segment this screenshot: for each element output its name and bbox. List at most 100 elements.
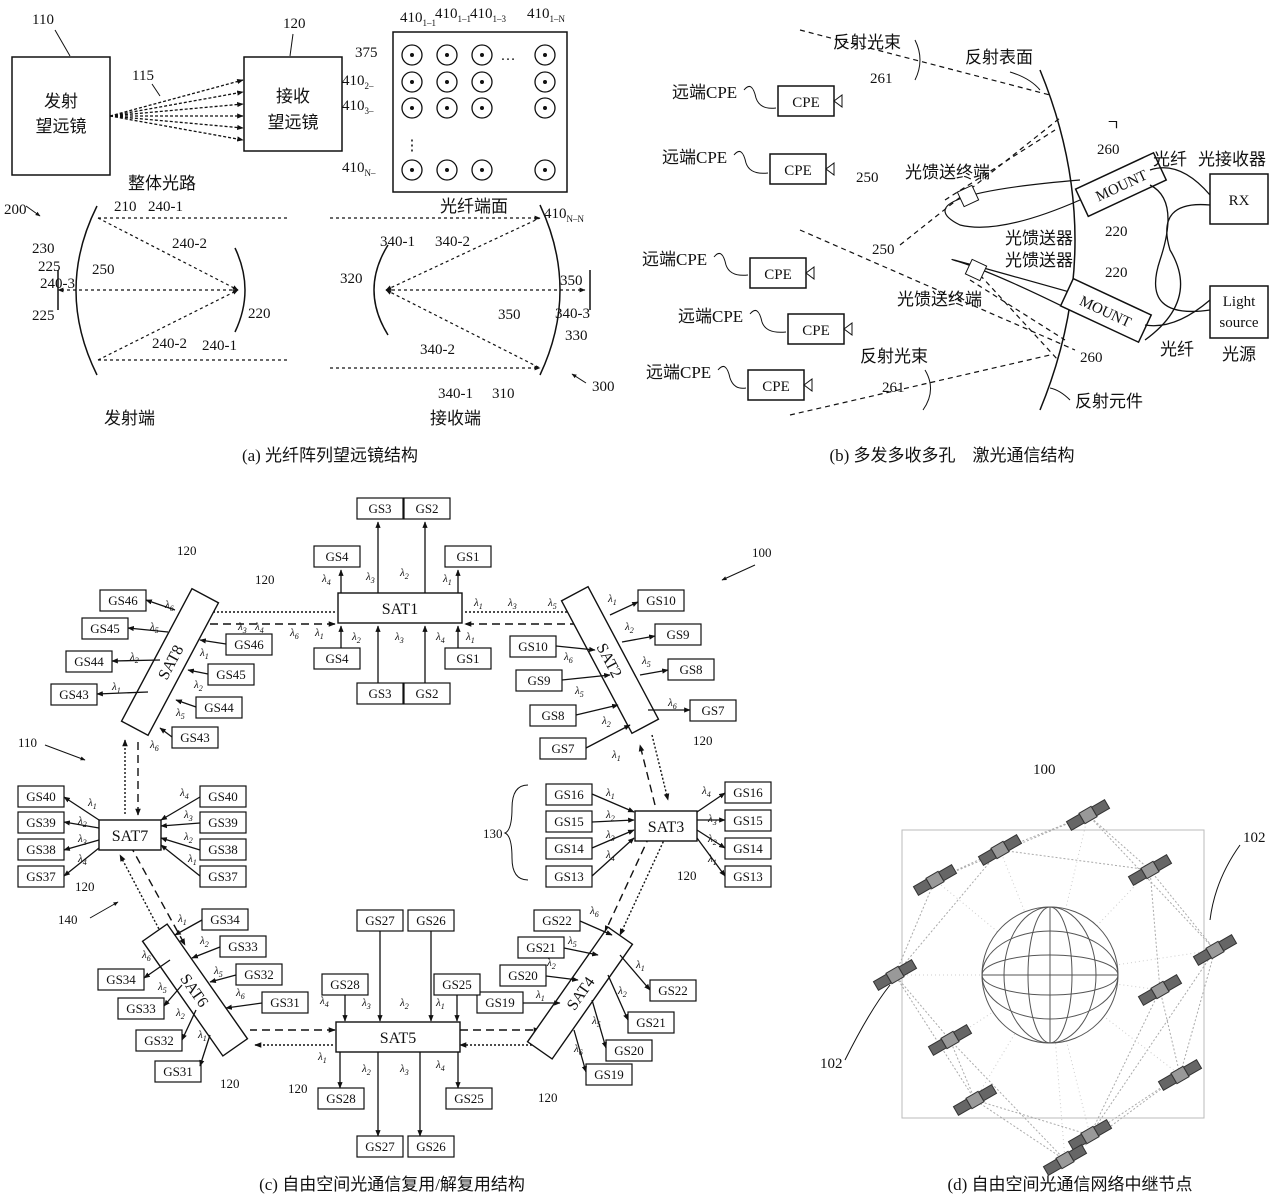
gs38-out-label: GS38	[26, 842, 56, 857]
wavelength-label: λ6	[289, 627, 299, 641]
gs10-label: GS10	[646, 593, 676, 608]
gs14-in-label: GS14	[554, 841, 584, 856]
svg-text:SAT1: SAT1	[382, 601, 418, 618]
wavelength-label: λ1	[442, 573, 452, 587]
leader-102-left	[845, 985, 890, 1060]
satellite-icon	[873, 959, 917, 991]
label-320: 320	[340, 271, 363, 287]
label-120-sat8: 120	[177, 543, 197, 558]
wavelength-label: λ3	[399, 1063, 409, 1077]
fiber-center-dot	[445, 53, 449, 57]
gs38-in-label: GS38	[208, 842, 238, 857]
wavelength-label: λ2	[199, 935, 209, 949]
label-225-bottom: 225	[32, 308, 55, 324]
label-140: 140	[58, 912, 78, 927]
satellite-icon	[1043, 1144, 1087, 1176]
relay-link	[1000, 850, 1150, 870]
optical-receiver-label: 光接收器	[1198, 150, 1266, 169]
mark-glyph: ㄱ	[1106, 118, 1120, 134]
relay-link	[950, 1040, 975, 1100]
feed-terminal-top	[957, 185, 978, 206]
wavelength-label: λ4	[254, 621, 264, 635]
label-250: 250	[92, 262, 115, 278]
fiber-center-dot	[445, 80, 449, 84]
label-340-3: 340-3	[555, 306, 590, 322]
gs45-out-label: GS45	[90, 621, 120, 636]
label-240-3: 240-3	[40, 276, 75, 292]
label-120-sat3: 120	[677, 868, 697, 883]
svg-text:410N–: 410N–	[342, 160, 376, 178]
gs44-in-label: GS44	[204, 700, 234, 715]
array-left-labels: 4102– 4103– 410N–	[342, 73, 376, 178]
gs15-in-label: GS15	[554, 814, 584, 829]
label-120-sat4: 120	[538, 1090, 558, 1105]
wavelength-label: λ2	[707, 833, 717, 847]
remote-cpe-label: 远端CPE	[662, 148, 727, 167]
label-220-bottom: 220	[1105, 265, 1128, 281]
gs27-out-label: GS27	[365, 1139, 395, 1154]
wavelength-label: λ3	[183, 809, 193, 823]
wavelength-label: λ1	[87, 797, 97, 811]
panel-c-fso-mux-demux: SAT1SAT2SAT3SAT4SAT5SAT6SAT7SAT8GS3GS2GS…	[18, 498, 772, 1194]
panel-a-caption: (a) 光纤阵列望远镜结构	[242, 446, 418, 465]
gs7-in-label: GS7	[551, 741, 575, 756]
cpe-lens-icon	[844, 323, 852, 335]
gs16-in-label: GS16	[554, 787, 584, 802]
label-120-sat5: 120	[288, 1081, 308, 1096]
satellite-icon	[978, 834, 1022, 866]
label-260-bottom: 260	[1080, 350, 1103, 366]
array-ellipsis: …	[501, 48, 516, 64]
fiber-center-dot	[445, 168, 449, 172]
gs15-out-label: GS15	[733, 813, 763, 828]
wavelength-label: λ6	[235, 987, 245, 1001]
feed-terminal-label-top: 光馈送终端	[905, 163, 990, 182]
gs43-out-label: GS43	[59, 687, 89, 702]
label-102-right: 102	[1243, 830, 1266, 846]
wavelength-label: λ6	[589, 905, 599, 919]
gs37-out-label: GS37	[26, 869, 56, 884]
fiber-center-dot	[445, 106, 449, 110]
gs2-bottom-label: GS2	[415, 686, 438, 701]
gs32-in-label: GS32	[244, 967, 274, 982]
label-220: 220	[248, 306, 271, 322]
gs40-out-label: GS40	[26, 789, 56, 804]
gs21-in-label: GS21	[526, 940, 556, 955]
label-110: 110	[18, 735, 37, 750]
wavelength-label: λ4	[77, 853, 87, 867]
gs13-in-label: GS13	[554, 869, 584, 884]
feed-terminal-label-bottom: 光馈送终端	[897, 290, 982, 309]
reflected-beam-top: 反射光束	[833, 33, 901, 52]
wavelength-label: λ3	[707, 813, 717, 827]
wavelength-label: λ2	[361, 1063, 371, 1077]
wavelength-label: λ2	[351, 631, 361, 645]
wavelength-label: λ4	[605, 849, 615, 863]
wavelength-label: λ2	[624, 621, 634, 635]
label-250-bottom: 250	[872, 242, 895, 258]
fiber-end-face-label: 光纤端面	[440, 197, 508, 216]
label-200: 200	[4, 202, 27, 218]
satellite-icon	[928, 1024, 972, 1056]
wavelength-label: λ5	[567, 935, 577, 949]
wavelength-label: λ1	[707, 853, 717, 867]
sat1: SAT1	[338, 593, 462, 623]
wavelength-label: λ2	[601, 715, 611, 729]
wavelength-label: λ4	[435, 631, 445, 645]
wavelength-label: λ5	[213, 965, 223, 979]
label-340-1-bottom: 340-1	[438, 386, 473, 402]
fiber-array-box	[393, 32, 567, 192]
wavelength-label: λ3	[605, 829, 615, 843]
relay-link	[1150, 870, 1215, 950]
wavelength-label: λ1	[607, 593, 617, 607]
gs19-out-label: GS19	[594, 1067, 624, 1082]
label-240-2-top: 240-2	[172, 236, 207, 252]
gs8-label: GS8	[679, 662, 702, 677]
gs26-in-label: GS26	[416, 913, 446, 928]
fiber-array-cells	[402, 45, 555, 180]
gs1-bottom-label: GS1	[456, 651, 479, 666]
svg-text:4103–: 4103–	[342, 98, 374, 116]
transmit-telescope-line2: 望远镜	[36, 117, 87, 136]
remote-cpe-label: 远端CPE	[642, 250, 707, 269]
satellite-icon	[1128, 854, 1172, 886]
wavelength-label: λ1	[317, 1051, 327, 1065]
wavelength-label: λ4	[319, 995, 329, 1009]
